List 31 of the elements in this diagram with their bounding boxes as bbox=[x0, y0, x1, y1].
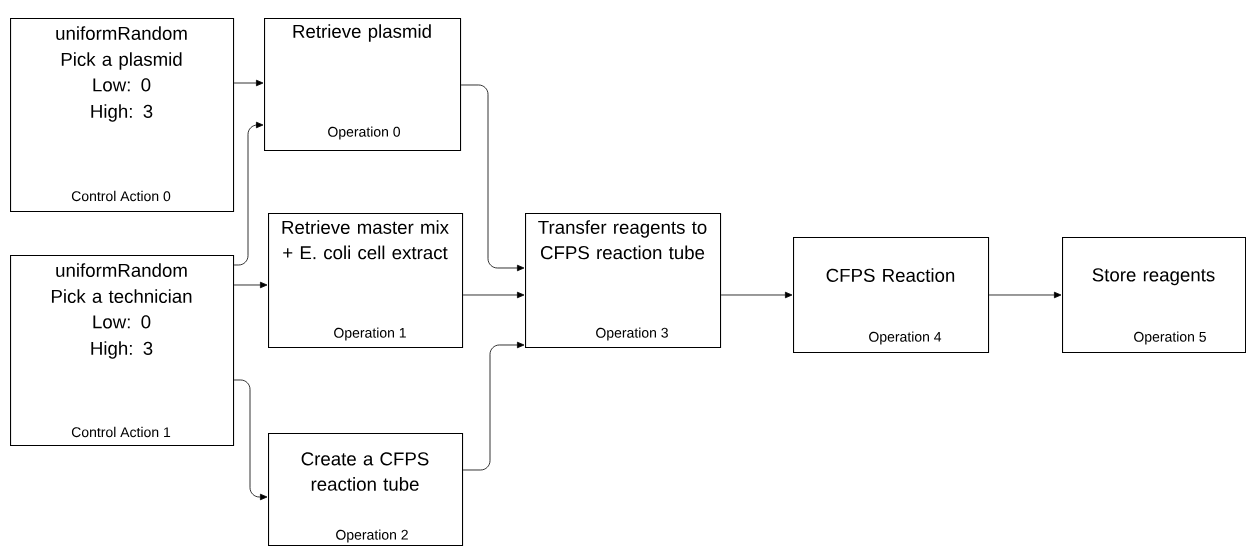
arrow bbox=[233, 121, 264, 266]
box-text: Store reagents bbox=[1092, 268, 1215, 286]
box-text: Retrieve master mix + E. coli cell extract bbox=[282, 220, 449, 260]
box-caption: Operation 5 bbox=[1134, 331, 1206, 345]
box-caption: Operation 4 bbox=[869, 331, 942, 345]
arrow bbox=[460, 84, 525, 272]
box-caption: Control Action 0 bbox=[71, 190, 171, 202]
box-caption: Operation 2 bbox=[336, 529, 408, 543]
arrow bbox=[988, 291, 1062, 299]
arrow bbox=[462, 291, 525, 299]
box-text: uniformRandom bbox=[56, 263, 187, 277]
arrow bbox=[233, 79, 264, 87]
box-text: Transfer reagents to CFPS reaction tube bbox=[538, 220, 707, 260]
box-text: Pick a technician bbox=[51, 289, 192, 303]
box-caption: Control Action 1 bbox=[71, 426, 171, 438]
box-text: Low: 0 bbox=[93, 78, 151, 92]
arrow bbox=[720, 291, 793, 299]
box-text: High: 3 bbox=[91, 341, 153, 359]
box-caption: Operation 0 bbox=[328, 126, 400, 140]
box-text: Pick a plasmid bbox=[61, 52, 182, 70]
box-caption: Operation 1 bbox=[334, 327, 406, 341]
box-text: CFPS Reaction bbox=[826, 268, 955, 282]
arrow bbox=[462, 341, 525, 471]
box-text: High: 3 bbox=[91, 104, 153, 122]
box-text: Create a CFPS reaction tube bbox=[301, 452, 429, 491]
box-text: uniformRandom bbox=[56, 26, 187, 40]
box-text: Low: 0 bbox=[93, 315, 151, 329]
box-caption: Operation 3 bbox=[596, 327, 668, 341]
arrow bbox=[233, 379, 268, 501]
arrow bbox=[233, 281, 268, 289]
box-text: Retrieve plasmid bbox=[293, 24, 431, 42]
